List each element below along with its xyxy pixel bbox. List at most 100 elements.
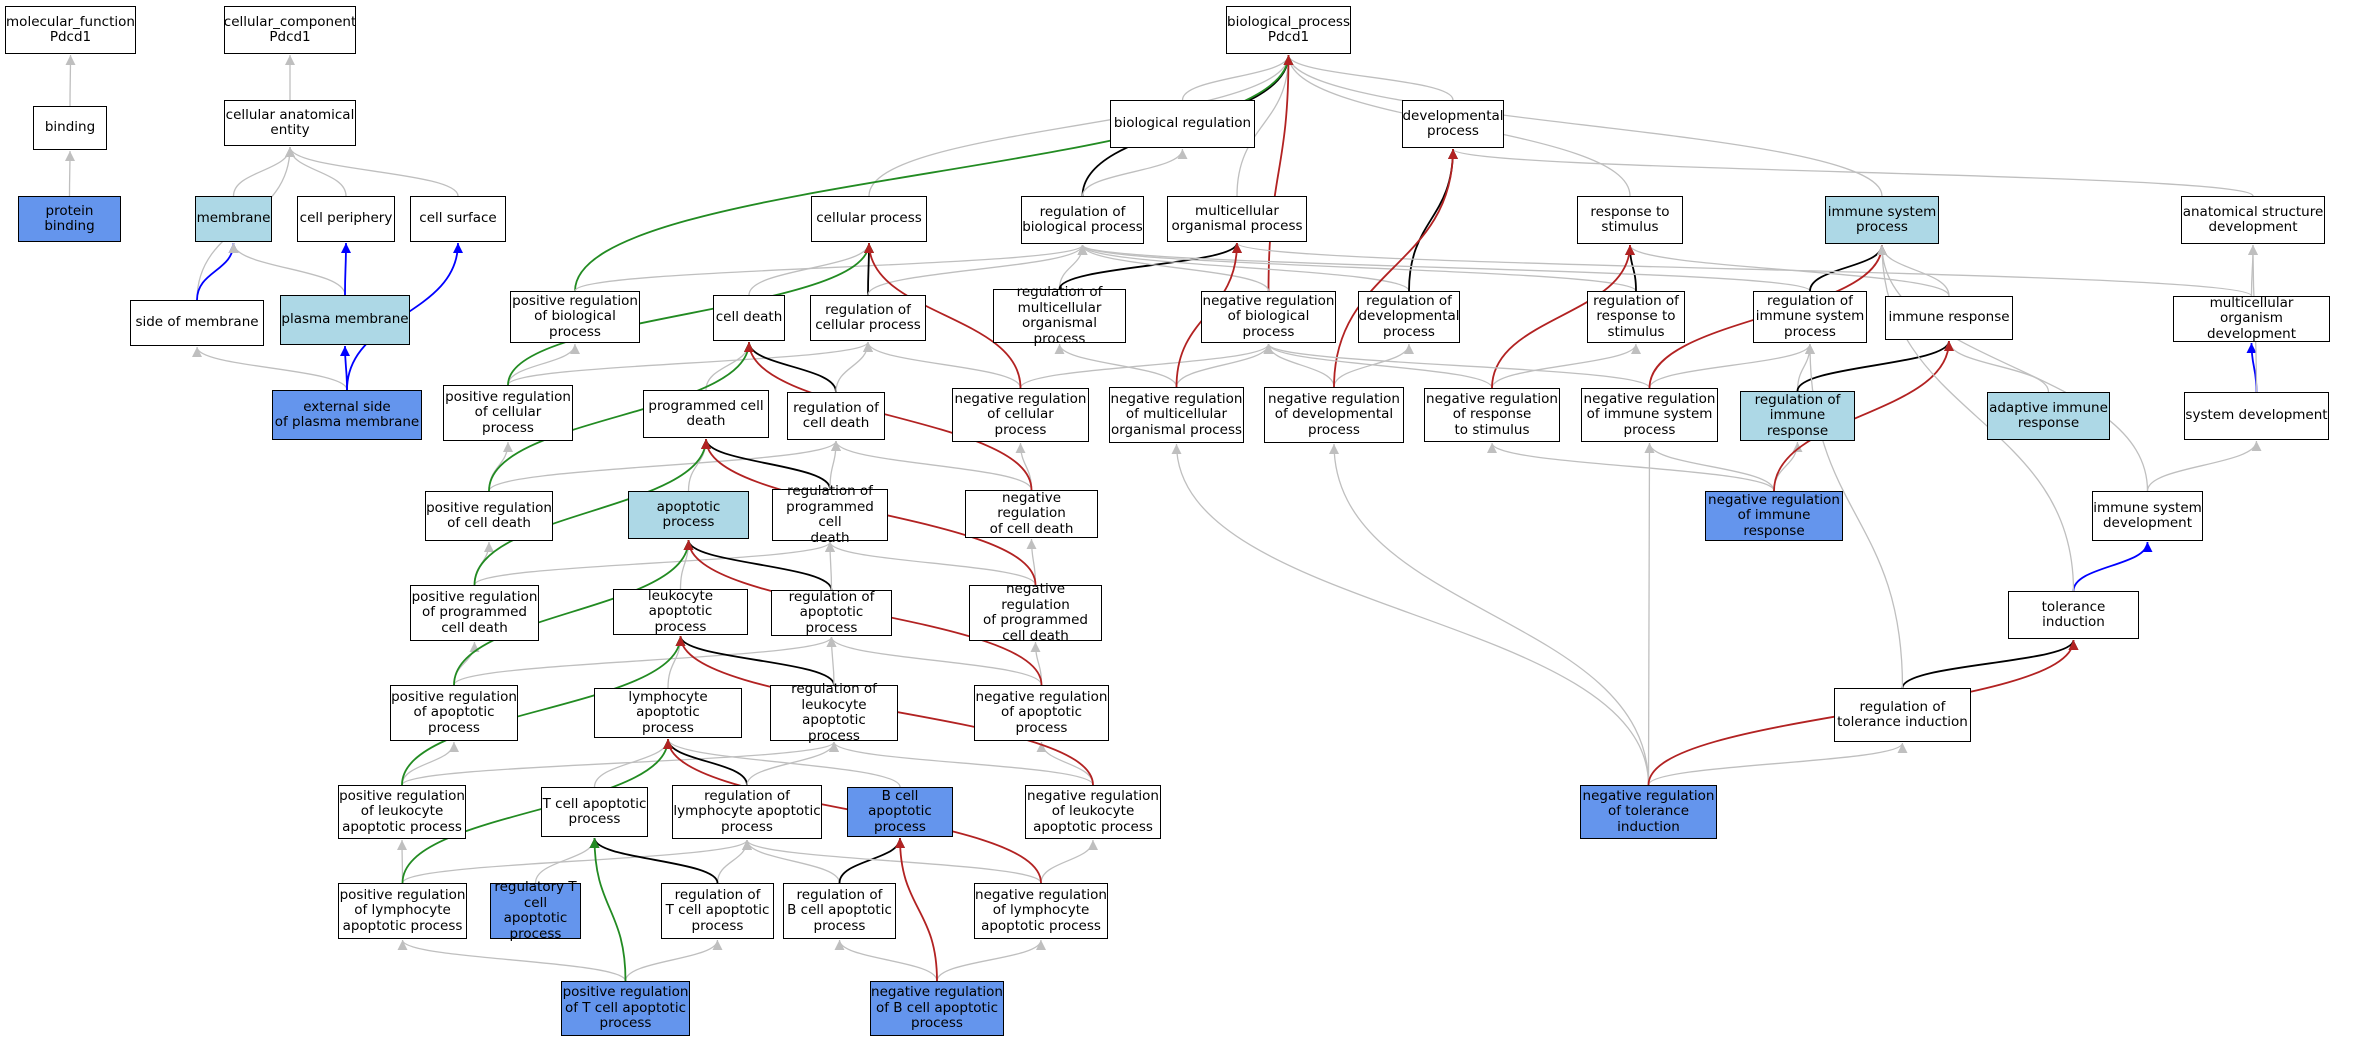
go-term-node-posregleuk[interactable]: positive regulation of leukocyte apoptot… xyxy=(338,785,466,839)
go-term-node-reglymphapop[interactable]: regulation of lymphocyte apoptotic proce… xyxy=(672,785,822,839)
go-term-node-posregcd[interactable]: positive regulation of cell death xyxy=(425,491,553,541)
go-term-node-protbind[interactable]: protein binding xyxy=(18,196,121,242)
go-term-node-multiorg[interactable]: multicellular organismal process xyxy=(1167,196,1307,242)
go-term-node-regimmresp[interactable]: regulation of immune response xyxy=(1740,391,1855,441)
go-term-node-regmulti[interactable]: regulation of multicellular organismal p… xyxy=(993,284,1126,346)
go-term-node-tolind[interactable]: tolerance induction xyxy=(2008,591,2139,639)
go-term-node-negregresp[interactable]: negative regulation of response to stimu… xyxy=(1424,388,1560,442)
go-term-node-cae[interactable]: cellular anatomical entity xyxy=(224,100,356,146)
go-term-node-respstim[interactable]: response to stimulus xyxy=(1577,196,1683,244)
go-term-node-negregimmresp[interactable]: negative regulation of immune response xyxy=(1705,491,1843,541)
edge-immsysdev-is_a-sysdev xyxy=(2146,440,2262,492)
go-term-node-regapop[interactable]: regulation of apoptotic process xyxy=(771,589,892,636)
go-term-node-apop[interactable]: apoptotic process xyxy=(628,491,749,539)
go-term-node-negregbcell[interactable]: negative regulation of B cell apoptotic … xyxy=(870,981,1004,1036)
edge-posregcd-is_a-regcd xyxy=(488,440,841,492)
edge-devproc-is_a-bp xyxy=(1283,54,1454,101)
go-term-node-regimm[interactable]: regulation of immune system process xyxy=(1753,291,1867,343)
go-term-node-membrane[interactable]: membrane xyxy=(195,196,272,242)
edge-negregresp-is_a-regresp xyxy=(1491,343,1641,389)
edge-posregtcell-positively_regulates-tcellapop xyxy=(589,837,627,982)
edge-negregbio-negatively_regulates-bp xyxy=(1267,54,1294,292)
go-term-node-negregcell[interactable]: negative regulation of cellular process xyxy=(952,388,1089,442)
go-term-node-sidemem[interactable]: side of membrane xyxy=(130,300,264,346)
go-term-node-multidev[interactable]: multicellular organism development xyxy=(2173,295,2330,342)
go-term-node-regcellproc[interactable]: regulation of cellular process xyxy=(810,295,926,341)
go-term-node-bioreg[interactable]: biological regulation xyxy=(1110,100,1255,148)
go-term-node-regtregapop[interactable]: regulatory T cell apoptotic process xyxy=(490,879,581,941)
go-term-node-negregpcd[interactable]: negative regulation of programmed cell d… xyxy=(969,581,1102,643)
go-term-node-negregdev[interactable]: negative regulation of developmental pro… xyxy=(1264,387,1404,443)
edge-membrane-is_a-cae xyxy=(232,146,295,197)
go-term-node-devproc[interactable]: developmental process xyxy=(1402,100,1504,148)
edge-immsysdev-is_a-immsys xyxy=(1877,244,2149,492)
go-term-node-bcellapop[interactable]: B cell apoptotic process xyxy=(847,787,953,837)
go-term-node-posregpcd[interactable]: positive regulation of programmed cell d… xyxy=(410,585,539,641)
go-term-node-negregbio[interactable]: negative regulation of biological proces… xyxy=(1201,291,1336,343)
edge-posregleuk-positively_regulates-leukapop xyxy=(401,635,686,786)
go-term-node-leukapop[interactable]: leukocyte apoptotic process xyxy=(613,588,748,635)
go-term-node-negregleuk[interactable]: negative regulation of leukocyte apoptot… xyxy=(1025,785,1161,839)
edge-regleukapop-part_of-leukapop xyxy=(675,635,835,686)
edge-posregbio-is_a-regbio xyxy=(574,244,1088,292)
go-term-node-regdev[interactable]: regulation of developmental process xyxy=(1358,291,1460,343)
edge-posregpcd-is_a-regpcd xyxy=(473,541,835,586)
go-term-node-binding[interactable]: binding xyxy=(33,106,107,150)
edge-regbio-is_a-bioreg xyxy=(1081,148,1188,197)
edge-negregdev-negatively_regulates-devproc xyxy=(1333,148,1458,388)
go-term-node-posregapop[interactable]: positive regulation of apoptotic process xyxy=(390,685,518,741)
go-term-node-regbcellapop[interactable]: regulation of B cell apoptotic process xyxy=(783,883,896,939)
go-term-node-pcd[interactable]: programmed cell death xyxy=(643,390,769,438)
edge-negregdev-is_a-regdev xyxy=(1333,343,1414,388)
go-term-node-adaptimm[interactable]: adaptive immune response xyxy=(1987,392,2110,440)
go-term-node-celldeath[interactable]: cell death xyxy=(713,295,785,341)
go-term-node-regbio[interactable]: regulation of biological process xyxy=(1021,196,1144,244)
go-term-node-regtolind[interactable]: regulation of tolerance induction xyxy=(1834,688,1971,742)
edge-protbind-is_a-binding xyxy=(64,150,75,197)
edge-posregtcell-is_a-posreglymph xyxy=(397,939,627,982)
go-term-node-negregtol[interactable]: negative regulation of tolerance inducti… xyxy=(1580,785,1717,839)
edge-regimm-is_a-regbio xyxy=(1077,244,1811,292)
edge-negregimm-is_a-regimm xyxy=(1648,343,1815,389)
go-term-node-sysdev[interactable]: system development xyxy=(2184,392,2329,440)
go-term-node-negregmulti[interactable]: negative regulation of multicellular org… xyxy=(1109,387,1244,443)
edge-regbcellapop-is_a-reglymphapop xyxy=(742,839,841,884)
go-term-node-lymphapop[interactable]: lymphocyte apoptotic process xyxy=(594,688,742,738)
go-term-node-plasmamem[interactable]: plasma membrane xyxy=(280,295,410,345)
edge-negregimmresp-is_a-regimmresp xyxy=(1773,441,1803,492)
go-term-node-mf[interactable]: molecular_function Pdcd1 xyxy=(5,6,136,54)
go-term-node-negregimm[interactable]: negative regulation of immune system pro… xyxy=(1581,388,1718,442)
go-term-node-bp[interactable]: biological_process Pdcd1 xyxy=(1226,6,1351,54)
edge-negregbcell-is_a-negreglymph xyxy=(936,939,1046,982)
go-term-node-negregapop[interactable]: negative regulation of apoptotic process xyxy=(974,685,1109,741)
go-term-node-cellper[interactable]: cell periphery xyxy=(297,196,395,242)
edge-regpcd-is_a-regcd xyxy=(829,440,841,490)
go-term-node-regtcellapop[interactable]: regulation of T cell apoptotic process xyxy=(661,883,774,939)
go-term-node-regcd[interactable]: regulation of cell death xyxy=(787,392,885,440)
go-term-node-regresp[interactable]: regulation of response to stimulus xyxy=(1587,291,1685,343)
go-term-node-posregtcell[interactable]: positive regulation of T cell apoptotic … xyxy=(561,981,690,1036)
edge-regresp-is_a-regbio xyxy=(1077,244,1637,292)
go-term-node-cellsurf[interactable]: cell surface xyxy=(410,196,506,242)
edge-negregdev-is_a-negregbio xyxy=(1263,343,1335,388)
go-term-node-posregbio[interactable]: positive regulation of biological proces… xyxy=(510,291,640,343)
go-term-node-immsys[interactable]: immune system process xyxy=(1825,196,1939,244)
go-term-node-anatdev[interactable]: anatomical structure development xyxy=(2181,196,2325,244)
edge-anatdev-is_a-devproc xyxy=(1448,148,2254,197)
go-term-node-immsysdev[interactable]: immune system development xyxy=(2092,491,2203,541)
go-term-node-negregcd[interactable]: negative regulation of cell death xyxy=(965,490,1098,538)
go-term-node-cellproc[interactable]: cellular process xyxy=(811,196,927,242)
edge-cellproc-is_a-bp xyxy=(868,54,1294,197)
go-term-node-posregcell[interactable]: positive regulation of cellular process xyxy=(443,385,573,441)
edge-reglymphapop-part_of-lymphapop xyxy=(663,738,748,786)
edge-negreglymph-is_a-reglymphapop xyxy=(742,839,1042,884)
go-term-node-immresp[interactable]: immune response xyxy=(1885,296,2013,340)
go-term-node-posreglymph[interactable]: positive regulation of lymphocyte apopto… xyxy=(338,883,467,939)
go-term-node-regpcd[interactable]: regulation of programmed cell death xyxy=(772,483,888,545)
go-term-node-extside[interactable]: external side of plasma membrane xyxy=(272,390,422,440)
go-term-node-tcellapop[interactable]: T cell apoptotic process xyxy=(541,787,648,837)
go-term-node-negreglymph[interactable]: negative regulation of lymphocyte apopto… xyxy=(974,883,1108,939)
go-term-node-cc[interactable]: cellular_component Pdcd1 xyxy=(224,6,356,54)
edge-binding-is_a-mf xyxy=(65,54,76,107)
go-term-node-regleukapop[interactable]: regulation of leukocyte apoptotic proces… xyxy=(770,681,898,743)
